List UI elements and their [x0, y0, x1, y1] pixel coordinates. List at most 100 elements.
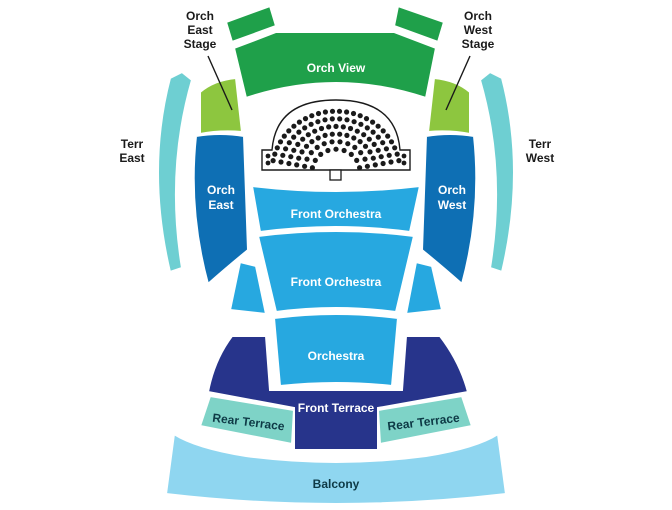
stage-seat-dot — [281, 133, 287, 139]
stage-seat-dot — [325, 147, 331, 154]
podium-icon — [329, 169, 342, 181]
stage-seat-dot — [344, 117, 350, 123]
section-orch-view[interactable]: Orch View — [224, 4, 446, 100]
stage-seat-dot — [265, 153, 271, 159]
stage-seat-dot — [372, 162, 378, 168]
stage-seat-dot — [322, 132, 328, 138]
stage-seat-dot — [315, 119, 321, 125]
section-terr-west[interactable]: Terr West — [478, 70, 554, 274]
stage-seat-dot — [388, 139, 395, 145]
stage-seat-dot — [401, 153, 407, 159]
stage-seat-dot — [286, 160, 292, 167]
section-orch-west[interactable]: Orch West — [420, 133, 478, 286]
section-rear-terrace-right[interactable]: Rear Terrace — [376, 394, 474, 446]
stage-seat-dot — [291, 123, 297, 129]
orch-view-label: Orch View — [307, 61, 366, 75]
section-orch-west-stage[interactable]: Orch West Stage — [426, 9, 495, 136]
stage-seat-dot — [308, 150, 314, 156]
section-orch-east-stage[interactable]: Orch East Stage — [184, 9, 244, 136]
stage-seat-dot — [318, 125, 325, 132]
terr-west-curve[interactable] — [478, 70, 515, 274]
stage-seat-dot — [370, 119, 376, 125]
orch-view-main[interactable] — [232, 31, 438, 100]
front-orchestra-1-label: Front Orchestra — [291, 207, 382, 221]
stage-seat-dot — [352, 144, 358, 150]
orch-west-stage-label-line2: West — [464, 23, 492, 37]
stage-seat-dot — [362, 143, 369, 149]
balcony-area[interactable] — [164, 432, 508, 505]
stage-seat-dot — [309, 113, 315, 119]
rear-terrace-right-area[interactable] — [376, 394, 474, 446]
front-terrace-label: Front Terrace — [298, 401, 375, 415]
orchestra-label: Orchestra — [308, 349, 365, 363]
stage-seat-dot — [401, 160, 407, 166]
section-balcony[interactable]: Balcony — [164, 432, 508, 505]
stage-seat-dot — [386, 152, 392, 158]
side-wedge-left[interactable] — [228, 260, 268, 316]
orch-west-stage-leader — [445, 55, 471, 111]
stage-seat-dot — [358, 150, 364, 156]
stage-seat-dot — [308, 121, 314, 127]
orch-east-area[interactable] — [192, 133, 250, 286]
stage-seat-dot — [380, 128, 386, 134]
front-orchestra-2-area[interactable] — [256, 230, 416, 314]
section-orch-east[interactable]: Orch East — [192, 133, 250, 286]
stage-seat-dot — [351, 135, 357, 141]
orch-east-stage-label-line3: Stage — [184, 37, 217, 51]
section-front-orchestra-2[interactable]: Front Orchestra — [256, 230, 416, 314]
stage-seat-dot — [370, 129, 376, 135]
front-orchestra-2-label: Front Orchestra — [291, 275, 382, 289]
stage-seat-dot — [291, 147, 297, 153]
stage-seat-dot — [344, 132, 350, 138]
stage-seat-dot — [303, 143, 310, 149]
orch-west-stage-area[interactable] — [426, 76, 471, 136]
orch-west-label-line1: Orch — [438, 183, 466, 197]
terr-east-curve[interactable] — [157, 70, 194, 274]
stage-seat-dot — [357, 165, 363, 171]
stage-seat-dot — [366, 136, 372, 142]
orch-view-top-right-block[interactable] — [392, 4, 446, 44]
stage-seat-dot — [357, 139, 363, 145]
rear-terrace-left-area[interactable] — [198, 394, 296, 446]
orchestra-area[interactable] — [272, 313, 400, 388]
orch-east-label-line1: Orch — [207, 183, 235, 197]
section-orchestra[interactable]: Orchestra — [272, 313, 400, 388]
stage-seat-dot — [350, 110, 357, 117]
stage-seat-dot — [375, 123, 381, 129]
section-rear-terrace-left[interactable]: Rear Terrace — [198, 394, 296, 446]
terr-east-label-line2: East — [119, 151, 144, 165]
stage-seat-dot — [302, 116, 309, 122]
stage-seat-dot — [278, 159, 284, 165]
orch-west-area[interactable] — [420, 133, 478, 286]
stage-seat-dot — [329, 131, 335, 137]
stage-seat-dot — [277, 139, 284, 145]
stage-seat-dot — [299, 149, 305, 155]
stage-seat-dot — [341, 147, 347, 154]
stage-seat-dot — [363, 116, 370, 122]
stage — [261, 99, 411, 181]
orch-east-stage-area[interactable] — [199, 76, 244, 136]
stage-seat-dot — [314, 144, 320, 150]
front-orchestra-1-area[interactable] — [250, 184, 422, 234]
orch-view-top-left-block[interactable] — [224, 4, 278, 44]
front-terrace-area[interactable] — [206, 335, 470, 451]
stage-seat-dot — [295, 141, 301, 147]
side-wedge-right[interactable] — [404, 260, 444, 316]
section-front-orchestra-1[interactable]: Front Orchestra — [250, 184, 422, 234]
stage-seat-dot — [392, 145, 398, 151]
stage-seat-dot — [315, 110, 322, 117]
section-terr-east[interactable]: Terr East — [119, 70, 194, 274]
section-front-terrace[interactable]: Front Terrace — [206, 335, 470, 451]
stage-seat-dot — [291, 134, 297, 140]
stage-seat-dot — [272, 151, 278, 157]
stage-seat-dot — [304, 156, 310, 162]
stage-seat-dot — [326, 124, 332, 130]
stage-seat-dot — [337, 116, 343, 122]
stage-seat-dot — [286, 128, 292, 134]
stage-seat-dot — [283, 146, 289, 152]
orch-west-stage-label-line1: Orch — [464, 9, 492, 23]
stage-seat-dot — [340, 124, 346, 130]
stage-seat-dot — [383, 146, 389, 152]
stage-seat-dot — [309, 139, 315, 145]
